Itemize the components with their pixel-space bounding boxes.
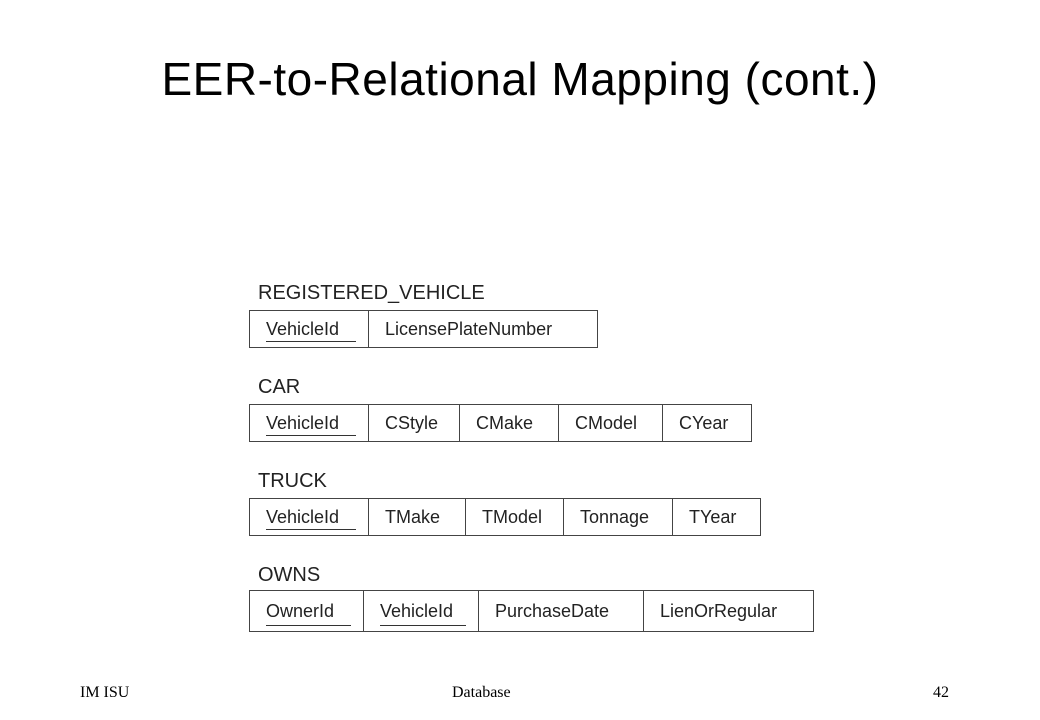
attribute-label: CYear: [679, 412, 729, 433]
attribute-label: CModel: [575, 412, 638, 433]
attribute-label: LienOrRegular: [660, 600, 778, 621]
attribute-label: CMake: [476, 412, 534, 433]
primary-key-underline: [266, 528, 356, 530]
primary-key-underline: [266, 434, 356, 436]
page-number: 42: [933, 684, 949, 701]
attribute-label: VehicleId: [266, 318, 340, 339]
attribute-cell-primary-key: VehicleId: [250, 405, 368, 441]
attribute-cell: CModel: [558, 405, 662, 441]
relation-name: OWNS: [258, 564, 321, 586]
relation-table: VehicleId CStyle CMake CModel CYear: [249, 404, 752, 442]
attribute-cell: TMake: [368, 499, 465, 535]
primary-key-underline: [266, 340, 356, 342]
footer-center-label: Database: [452, 684, 511, 701]
attribute-cell: CYear: [662, 405, 751, 441]
relation-table: VehicleId LicensePlateNumber: [249, 310, 598, 348]
attribute-label: TMake: [385, 506, 441, 527]
attribute-label: VehicleId: [266, 506, 340, 527]
attribute-label: PurchaseDate: [495, 600, 610, 621]
attribute-label: TYear: [689, 506, 737, 527]
attribute-label: VehicleId: [380, 600, 454, 621]
attribute-cell: LicensePlateNumber: [368, 311, 597, 347]
footer-left-label: IM ISU: [80, 684, 130, 701]
attribute-cell: TYear: [672, 499, 760, 535]
attribute-cell-primary-key: VehicleId: [363, 591, 478, 631]
primary-key-underline: [266, 624, 351, 626]
attribute-label: CStyle: [385, 412, 439, 433]
relation-table: OwnerId VehicleId PurchaseDate LienOrReg…: [249, 590, 814, 632]
attribute-cell-primary-key: OwnerId: [250, 591, 363, 631]
attribute-cell: CMake: [459, 405, 558, 441]
attribute-label: LicensePlateNumber: [385, 318, 553, 339]
attribute-cell-primary-key: VehicleId: [250, 499, 368, 535]
attribute-label: Tonnage: [580, 506, 650, 527]
attribute-label: OwnerId: [266, 600, 335, 621]
attribute-label: VehicleId: [266, 412, 340, 433]
relation-table: VehicleId TMake TModel Tonnage TYear: [249, 498, 761, 536]
relation-name: TRUCK: [258, 470, 327, 492]
attribute-cell: LienOrRegular: [643, 591, 813, 631]
relation-name: CAR: [258, 376, 301, 398]
attribute-cell: CStyle: [368, 405, 459, 441]
attribute-cell: TModel: [465, 499, 563, 535]
primary-key-underline: [380, 624, 466, 626]
slide-title: EER-to-Relational Mapping (cont.): [161, 53, 879, 105]
attribute-cell: PurchaseDate: [478, 591, 643, 631]
attribute-cell: Tonnage: [563, 499, 672, 535]
attribute-label: TModel: [482, 506, 543, 527]
attribute-cell-primary-key: VehicleId: [250, 311, 368, 347]
relation-name: REGISTERED_VEHICLE: [258, 282, 485, 304]
